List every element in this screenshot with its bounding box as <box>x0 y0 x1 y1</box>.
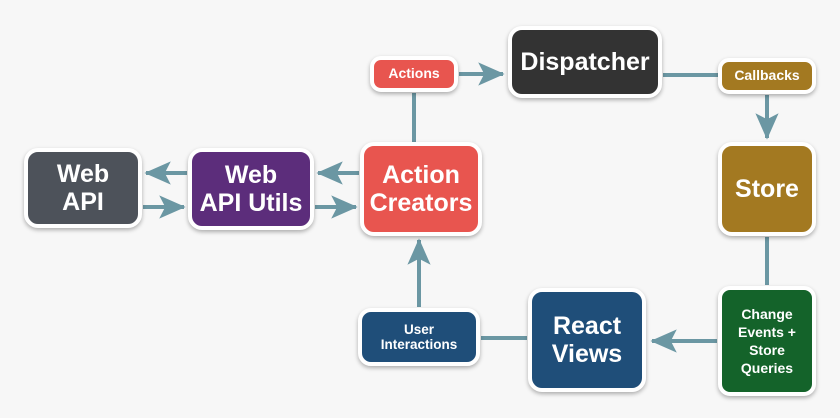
node-change-events[interactable]: Change Events + Store Queries <box>718 286 816 396</box>
node-actions[interactable]: Actions <box>370 56 458 92</box>
node-store[interactable]: Store <box>718 142 816 236</box>
node-react-views[interactable]: React Views <box>528 288 646 392</box>
node-user-interactions[interactable]: User Interactions <box>358 308 480 366</box>
node-dispatcher[interactable]: Dispatcher <box>508 26 662 98</box>
node-callbacks[interactable]: Callbacks <box>718 58 816 94</box>
node-web-api[interactable]: Web API <box>24 148 142 228</box>
node-action-creators[interactable]: Action Creators <box>360 142 482 236</box>
node-web-api-utils[interactable]: Web API Utils <box>188 148 314 230</box>
